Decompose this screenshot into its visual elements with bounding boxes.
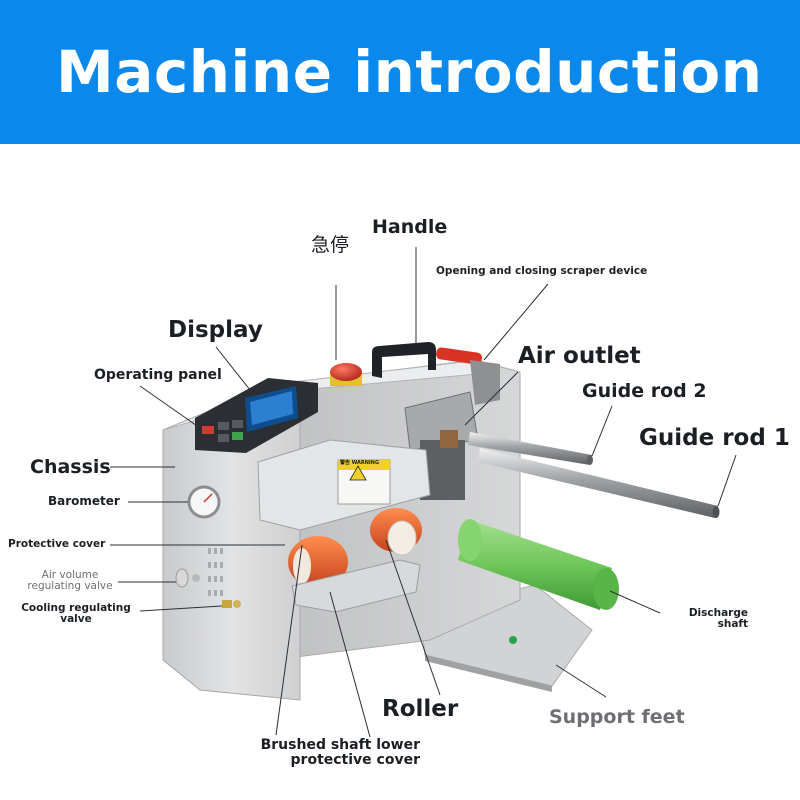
label-handle: Handle — [372, 216, 448, 238]
discharge-shaft — [458, 519, 619, 610]
leader-lines — [110, 247, 737, 738]
label-lower-cover-line1: Brushed shaft lower — [260, 737, 420, 753]
label-cooling-valve-line2: valve — [60, 613, 92, 626]
label-scraper-device: Opening and closing scraper device — [436, 265, 648, 277]
label-support-feet: Support feet — [549, 706, 685, 728]
label-chassis: Chassis — [30, 456, 111, 478]
label-air-volume-valve: Air volume regulating valve — [18, 569, 122, 593]
label-discharge-shaft-line1: Discharge — [688, 607, 748, 619]
label-air-volume-valve-line1: Air volume — [41, 569, 99, 581]
label-discharge-shaft-line2: shaft — [717, 618, 748, 631]
header-banner: Machine introduction — [0, 0, 800, 144]
label-guide-rod-2: Guide rod 2 — [582, 380, 707, 402]
label-air-volume-valve-line2: regulating valve — [27, 580, 113, 593]
protective-cover-upper — [257, 439, 431, 531]
page-title: Machine introduction — [56, 38, 763, 106]
emergency-stop-button — [330, 363, 362, 386]
guide-rod-2 — [468, 432, 593, 465]
label-protective-cover: Protective cover — [8, 538, 106, 550]
air-volume-valve — [175, 568, 200, 588]
label-barometer: Barometer — [48, 494, 120, 508]
label-display: Display — [168, 317, 263, 343]
label-air-outlet: Air outlet — [518, 343, 641, 369]
label-cooling-valve: Cooling regulating valve — [18, 602, 134, 626]
cooling-valve — [222, 600, 241, 608]
label-lower-protective-cover: Brushed shaft lower protective cover — [246, 738, 420, 767]
roller-right — [370, 508, 422, 556]
label-emergency-stop: 急停 — [311, 234, 350, 256]
label-cooling-valve-line1: Cooling regulating — [21, 602, 131, 614]
label-lower-cover-line2: protective cover — [290, 751, 420, 768]
warning-label-heading: 警告 WARNING — [340, 460, 380, 466]
guide-rod-1 — [478, 448, 720, 518]
lower-protective-cover — [291, 559, 421, 613]
barometer-gauge — [187, 485, 221, 519]
label-discharge-shaft: Discharge shaft — [672, 607, 748, 631]
label-guide-rod-1: Guide rod 1 — [639, 425, 790, 451]
label-roller: Roller — [382, 696, 459, 722]
operating-panel — [195, 378, 318, 453]
label-operating-panel: Operating panel — [94, 367, 222, 383]
handle-bar — [372, 342, 436, 378]
